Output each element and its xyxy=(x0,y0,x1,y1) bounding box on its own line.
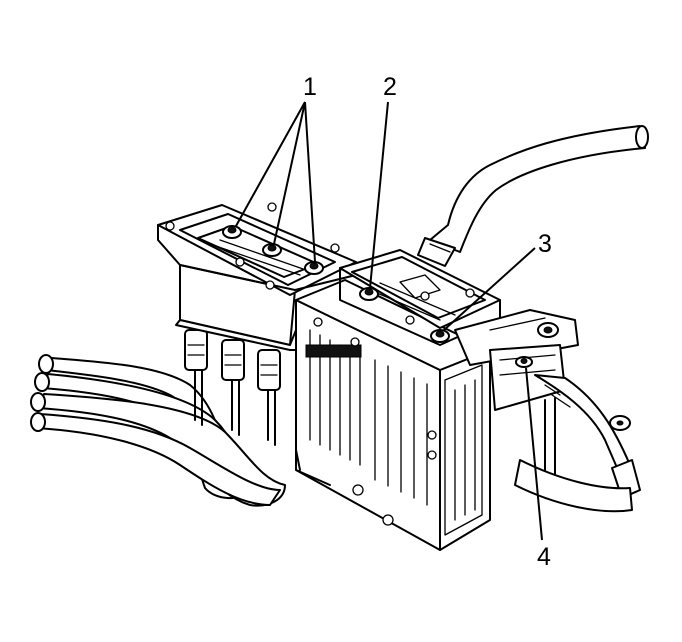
bolt-1b xyxy=(262,243,282,257)
top-cable xyxy=(417,125,649,267)
right-module xyxy=(339,249,501,346)
left-cable-bundle xyxy=(30,329,286,507)
callout-2: 2 xyxy=(383,73,397,101)
bolt-1a xyxy=(222,225,242,239)
bolt-4 xyxy=(515,356,533,368)
leader-1c xyxy=(304,101,316,263)
callout-labels: 1 2 3 4 xyxy=(303,73,552,571)
bolt-3 xyxy=(430,329,450,343)
leader-2 xyxy=(369,101,389,289)
leader-4 xyxy=(525,367,543,541)
callout-4: 4 xyxy=(537,543,551,571)
left-module xyxy=(157,202,357,351)
leader-3 xyxy=(443,247,536,331)
bolt-2 xyxy=(359,287,379,301)
callout-1: 1 xyxy=(303,73,317,101)
leader-1b xyxy=(273,101,306,245)
center-module xyxy=(295,279,491,551)
bolt-1c xyxy=(304,261,324,275)
callout-3: 3 xyxy=(538,230,552,258)
callout-leaders xyxy=(235,101,543,541)
leader-1a xyxy=(235,101,306,227)
